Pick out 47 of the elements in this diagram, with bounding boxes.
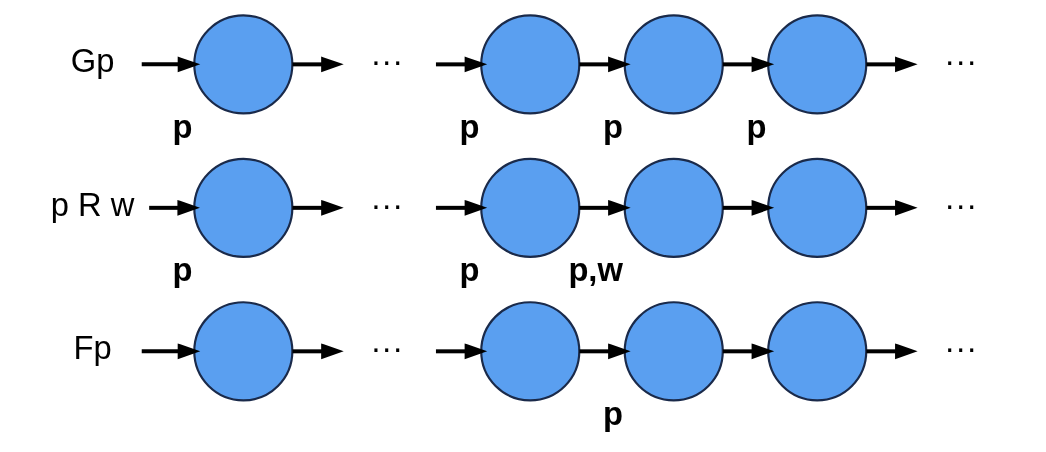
node-circle <box>480 14 581 115</box>
arrow <box>435 199 488 216</box>
arrow <box>722 199 775 216</box>
node-text: ··· <box>370 185 404 223</box>
node-circle <box>480 301 581 402</box>
node-circle <box>480 157 581 258</box>
node-circle <box>193 157 294 258</box>
arrow <box>435 343 488 360</box>
node-label: p <box>459 107 480 145</box>
node-circle <box>767 14 868 115</box>
arrow <box>141 343 201 360</box>
arrow <box>579 343 631 360</box>
node-label: p <box>602 107 623 145</box>
node-text: ··· <box>944 42 978 80</box>
arrow <box>866 199 918 216</box>
node-text: p R w <box>50 185 135 223</box>
node-circle <box>193 301 294 402</box>
node-text: ··· <box>370 42 404 80</box>
arrow <box>866 343 918 360</box>
arrow <box>579 56 631 73</box>
node-text: Gp <box>70 42 115 80</box>
arrow <box>579 199 631 216</box>
arrow <box>722 56 775 73</box>
arrow <box>149 199 200 216</box>
arrow <box>435 56 488 73</box>
node-circle <box>623 301 724 402</box>
node-text: ··· <box>370 329 404 367</box>
arrow <box>292 56 344 73</box>
arrow <box>141 56 201 73</box>
node-label: p,w <box>568 251 623 289</box>
node-label: p <box>172 107 193 145</box>
node-label: p <box>602 394 623 432</box>
node-circle <box>623 14 724 115</box>
arrow <box>722 343 775 360</box>
arrow <box>866 56 918 73</box>
node-circle <box>623 157 724 258</box>
node-label: p <box>746 107 767 145</box>
node-text: ··· <box>944 329 978 367</box>
node-label: p <box>459 251 480 289</box>
node-circle <box>767 301 868 402</box>
node-circle <box>193 14 294 115</box>
node-text: Fp <box>73 329 112 367</box>
node-label: p <box>172 251 193 289</box>
node-circle <box>767 157 868 258</box>
arrow <box>292 343 344 360</box>
arrow <box>292 199 344 216</box>
node-text: ··· <box>944 185 978 223</box>
